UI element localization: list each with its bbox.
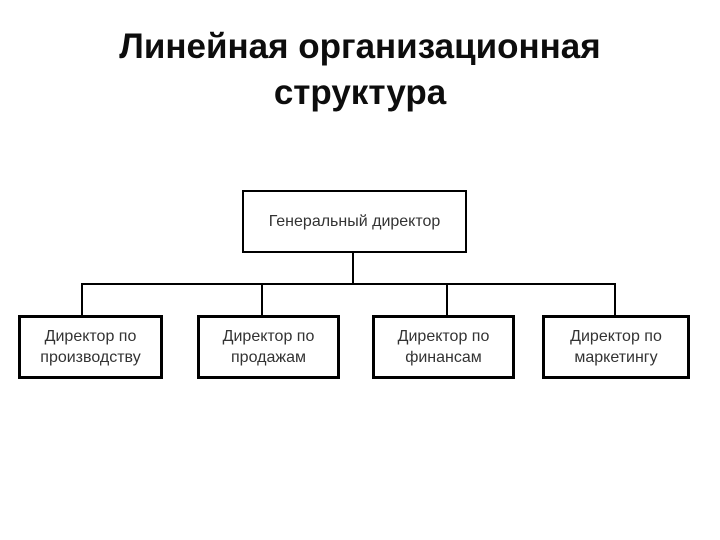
- org-node-label: Генеральный директор: [268, 213, 441, 230]
- org-node-label: Директор по финансам: [397, 328, 490, 366]
- connector-drop-finance: [446, 284, 448, 315]
- connector-root-vertical: [352, 253, 354, 284]
- org-node-label: Директор по производству: [40, 328, 141, 366]
- org-node-finance-director: Директор по финансам: [372, 315, 515, 379]
- org-node-production-director: Директор по производству: [18, 315, 163, 379]
- slide-title: Линейная организационная структура: [119, 27, 601, 112]
- org-node-general-director: Генеральный директор: [242, 190, 467, 253]
- org-node-marketing-director: Директор по маркетингу: [542, 315, 690, 379]
- org-node-label: Директор по маркетингу: [570, 328, 662, 366]
- connector-drop-sales: [261, 284, 263, 315]
- connector-horizontal-bus: [81, 283, 616, 285]
- connector-drop-production: [81, 284, 83, 315]
- connector-drop-marketing: [614, 284, 616, 315]
- org-node-sales-director: Директор по продажам: [197, 315, 340, 379]
- org-node-label: Директор по продажам: [222, 328, 315, 366]
